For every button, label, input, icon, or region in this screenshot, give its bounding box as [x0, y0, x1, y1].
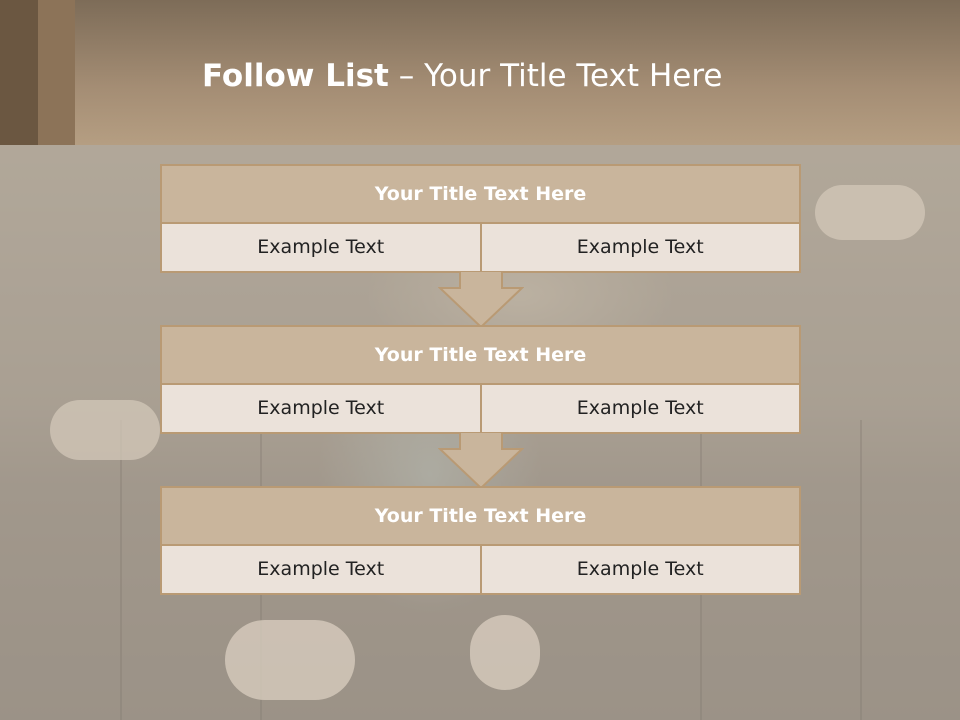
step-cell-left: Example Text — [162, 385, 480, 432]
step-cell-left: Example Text — [162, 546, 480, 593]
step-row: Example Text Example Text — [162, 224, 799, 271]
step-row: Example Text Example Text — [162, 385, 799, 432]
step-heading: Your Title Text Here — [162, 488, 799, 546]
step-cell-right: Example Text — [479, 224, 799, 271]
step-cell-left: Example Text — [162, 224, 480, 271]
step-heading: Your Title Text Here — [162, 327, 799, 385]
step-cell-right: Example Text — [479, 385, 799, 432]
step-box-1: Your Title Text Here Example Text Exampl… — [160, 164, 801, 273]
header-stripe-mid — [38, 0, 75, 145]
header-stripe-dark — [0, 0, 38, 145]
page-title-rest: – Your Title Text Here — [388, 58, 723, 94]
step-row: Example Text Example Text — [162, 546, 799, 593]
down-arrow-icon — [438, 271, 524, 329]
page-title-bold: Follow List — [202, 58, 389, 94]
page-title: Follow List – Your Title Text Here — [202, 56, 722, 96]
step-box-2: Your Title Text Here Example Text Exampl… — [160, 325, 801, 434]
step-cell-right: Example Text — [479, 546, 799, 593]
step-box-3: Your Title Text Here Example Text Exampl… — [160, 486, 801, 595]
header-band: Follow List – Your Title Text Here — [0, 0, 960, 145]
down-arrow-icon — [438, 432, 524, 490]
step-heading: Your Title Text Here — [162, 166, 799, 224]
